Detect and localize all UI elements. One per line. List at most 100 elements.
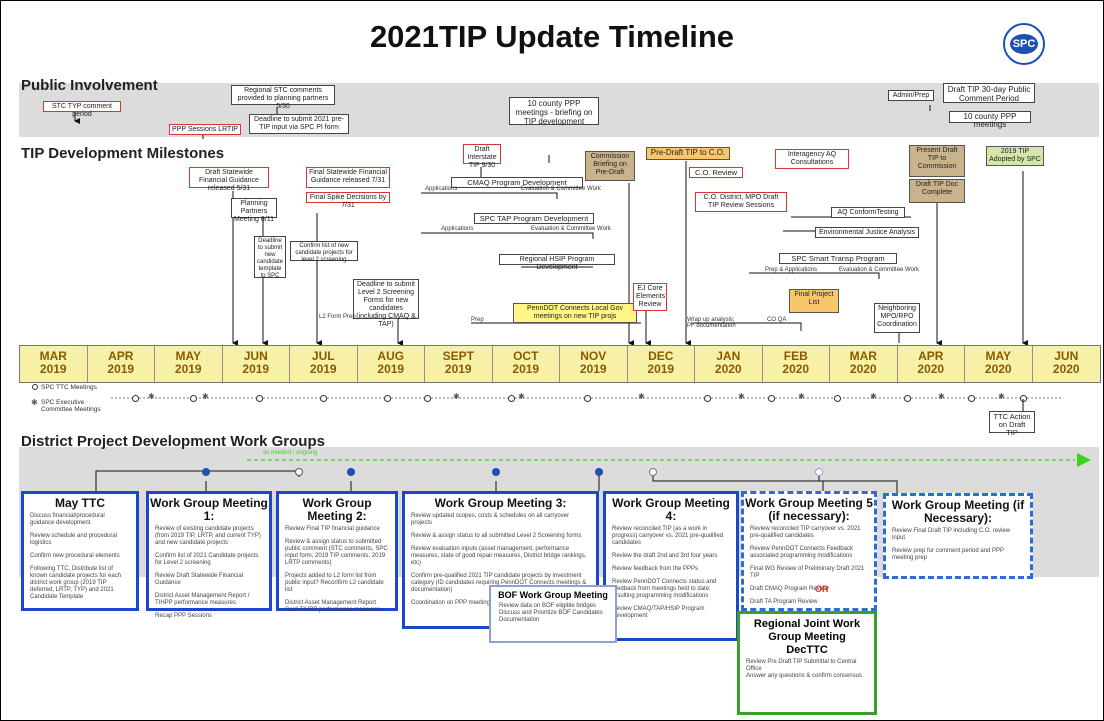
wg-title: May TTC	[54, 496, 105, 510]
wg-item: Review Draft Statewide Financial Guidanc…	[155, 573, 244, 586]
wg-item: Discuss financial/procedural guidance de…	[30, 513, 105, 526]
wg-item: Review reconciled TIP carryover vs. 2021…	[750, 526, 861, 539]
regional-title: Regional Joint Work Group Meeting	[753, 618, 861, 643]
label-prep-applications: Prep & Applications	[765, 267, 818, 273]
box-smart-transp: SPC Smart Transp Program	[779, 253, 897, 264]
month-year: 2020	[782, 362, 810, 376]
wg-items: Review reconciled TIP carryover vs. 2021…	[744, 526, 874, 606]
ttc-meeting-marker	[704, 395, 711, 402]
box-ej-core: EJ Core Elements Review	[633, 283, 667, 311]
label-co-qa: CO QA	[767, 317, 787, 323]
wg-items: Review Final Draft TIP including C.O. re…	[886, 528, 1030, 562]
month-name: MAR	[39, 349, 67, 363]
ttc-meeting-marker	[768, 395, 775, 402]
label-l2-form-prep: L2 Form Prep	[319, 314, 356, 320]
section-public-involvement: Public Involvement	[21, 77, 158, 94]
wg-items: Review updated scopes, costs & schedules…	[405, 513, 596, 607]
month-name: JUN	[243, 349, 268, 363]
box-co-review: C.O. Review	[689, 167, 743, 178]
month-year: 2020	[849, 362, 877, 376]
box-interagency: Interagency AQ Consultations	[775, 149, 849, 169]
month-year: 2019	[107, 362, 135, 376]
month-year: 2020	[1052, 362, 1080, 376]
box-planning-partners: Planning Partners Meeting 6/11	[231, 198, 277, 223]
ttc-meeting-marker	[320, 395, 327, 402]
label-eval-a: Evaluation & Committee Work	[521, 186, 601, 192]
wg-item: Confirm pre-qualified 2021 TIP candidate…	[411, 573, 587, 593]
month-year: 2020	[714, 362, 742, 376]
box-adopted: 2019 TIP Adopted by SPC	[986, 146, 1044, 166]
month-year: 2019	[377, 362, 405, 376]
wg-item: Review schedule and procedural logistics	[30, 533, 118, 546]
box-co-district: C.O. District, MPO Draft TIP Review Sess…	[695, 192, 787, 212]
month-name: OCT	[513, 349, 539, 363]
wg-item: District Asset Management Report Card TI…	[285, 600, 381, 613]
box-spc-tap: SPC TAP Program Development	[474, 213, 594, 224]
wg-item: Confirm list of 2021 Candidate projects …	[155, 553, 259, 566]
box-ppp-sessions: PPP Sessions LRTIP	[169, 124, 241, 135]
month-name: APR	[918, 349, 944, 363]
box-regional-hsip: Regional HSIP Program Development	[499, 254, 615, 271]
bof-item: Documentation	[499, 617, 540, 623]
wg-meeting-5: Work Group Meeting 5 (if necessary): Rev…	[741, 491, 877, 611]
wg-item: Draft TA Program Review	[750, 599, 818, 605]
wg-items: Discuss financial/procedural guidance de…	[24, 513, 136, 601]
month-name: FEB	[783, 349, 808, 363]
bof-item: Discuss and Prioritize BOF Candidates	[499, 610, 603, 616]
wg5-dot	[815, 468, 823, 476]
box-deadline-pre-tip: Deadline to submit 2021 pre-TIP input vi…	[249, 114, 349, 134]
box-stc-typ: STC TYP comment period	[43, 101, 121, 118]
box-ten-county-a: 10 county PPP meetings - briefing on TIP…	[509, 97, 599, 126]
regional-items: Review Pre Draft TIP Submittal to Centra…	[740, 659, 874, 680]
ttc-legend-dot	[32, 384, 38, 390]
month-name: JUL	[311, 349, 335, 363]
wg-meeting-1: Work Group Meeting 1: Review of existing…	[146, 491, 272, 619]
wg-item: Review prep for comment period and PPP m…	[892, 548, 1004, 561]
wg-title: Work Group Meeting 5 (if necessary):	[745, 496, 873, 523]
month-year: 2019	[242, 362, 270, 376]
box-admin-prep: Admin/Prep	[888, 90, 934, 101]
box-present-draft: Present Draft TIP to Commission	[909, 145, 965, 177]
label-eval-c: Evaluation & Committee Work	[839, 267, 919, 273]
ttc-meeting-marker	[834, 395, 841, 402]
month-name: NOV	[580, 349, 607, 363]
ttc-meeting-marker	[190, 395, 197, 402]
label-applications-b: Applications	[441, 226, 474, 232]
month-year: 2019	[512, 362, 540, 376]
label-prep: Prep	[471, 317, 484, 323]
wg4b-dot	[649, 468, 657, 476]
wg-item: Review Final TIP financial guidance	[285, 526, 380, 532]
wg-item: Review of existing candidate projects (f…	[155, 526, 261, 546]
ttc-meeting-marker	[584, 395, 591, 402]
month-year: 2019	[39, 362, 67, 376]
wg-item: Review & assign status to submitted publ…	[285, 539, 388, 566]
box-deadline-l2: Deadline to submit Level 2 Screening For…	[353, 279, 419, 328]
wg-title: Work Group Meeting 2:	[302, 496, 372, 523]
exec-meeting-marker: ✱	[453, 392, 460, 401]
month-year: 2019	[444, 362, 472, 376]
month-year: 2019	[174, 362, 202, 376]
exec-meeting-marker: ✱	[998, 392, 1005, 401]
label-wrap-up: Wrap up analysis; PF documentation	[687, 317, 736, 329]
wg-meeting-6: Work Group Meeting (if Necessary): Revie…	[883, 493, 1033, 579]
wg-items: Review of existing candidate projects (f…	[149, 526, 269, 620]
month-name: JAN	[716, 349, 741, 363]
box-commission-briefing: Commission Briefing on Pre-Draft	[585, 151, 635, 181]
wg-item: Review & assign status to all submitted …	[411, 533, 582, 539]
box-ten-county-b: 10 county PPP meetings	[949, 111, 1031, 129]
exec-meeting-marker: ✱	[938, 392, 945, 401]
section-district-work-groups: District Project Development Work Groups	[21, 433, 325, 450]
exec-meeting-marker: ✱	[798, 392, 805, 401]
wg-items: Review reconciled TIP (as a work in prog…	[606, 526, 736, 620]
ttc-meeting-marker	[424, 395, 431, 402]
month-year: 2020	[984, 362, 1012, 376]
exec-legend-icon: ✱	[31, 398, 38, 407]
wg-title: Work Group Meeting 1:	[150, 496, 268, 523]
exec-meeting-marker: ✱	[638, 392, 645, 401]
box-cmaq: CMAQ Program Development	[451, 177, 583, 188]
